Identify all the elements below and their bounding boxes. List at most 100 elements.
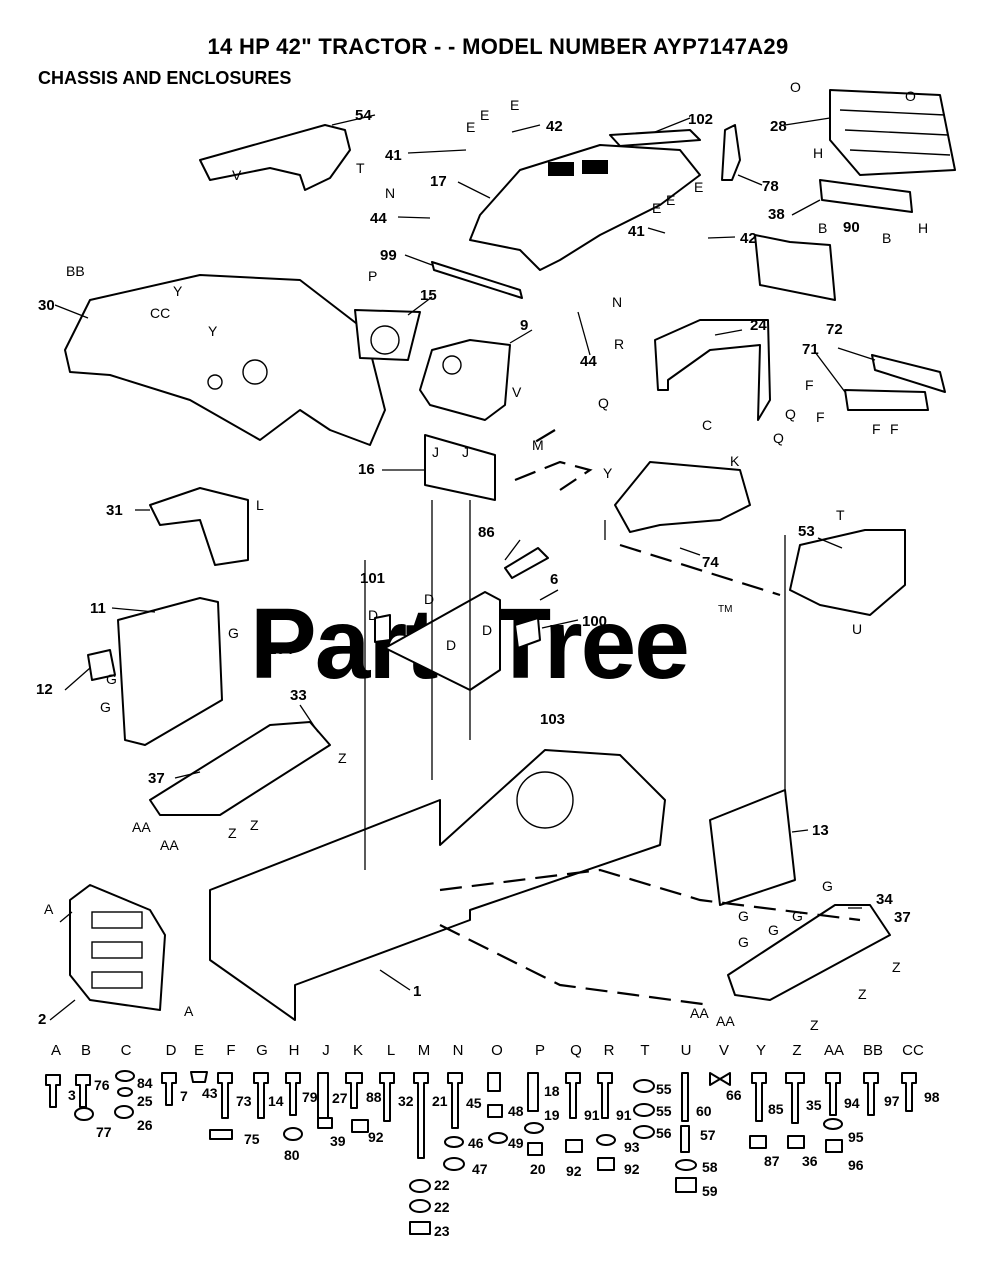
leader-lines: [49, 114, 876, 1021]
callout-13: 13: [812, 822, 829, 839]
callout-e: E: [480, 107, 489, 123]
part-30-fender: [64, 274, 386, 446]
hardware-number: 94: [844, 1095, 860, 1111]
hardware-column-header-p: P: [535, 1042, 545, 1059]
hardware-number: 93: [624, 1139, 640, 1155]
part-34-floor-mat: [727, 904, 891, 1001]
part-15-plate: [354, 309, 421, 361]
hardware-number: 91: [616, 1107, 632, 1123]
callout-b: B: [818, 220, 827, 236]
hardware-column-header-y: Y: [756, 1042, 766, 1059]
callout-v: V: [512, 384, 522, 400]
diagram-title: 14 HP 42" TRACTOR - - MODEL NUMBER AYP71…: [207, 34, 789, 59]
hardware-number: 49: [508, 1135, 524, 1151]
part-90-guard: [754, 234, 836, 301]
hardware-number: 25: [137, 1093, 153, 1109]
part-102-hood-strip: [609, 129, 701, 147]
hardware-number: 84: [137, 1075, 153, 1091]
hardware-number: 45: [466, 1095, 482, 1111]
callout-16: 16: [358, 461, 375, 478]
callout-n: N: [612, 294, 622, 310]
hardware-number: 56: [656, 1125, 672, 1141]
hood-grille-left: [548, 162, 574, 176]
hardware-number: 79: [302, 1089, 318, 1105]
callout-v: V: [232, 167, 242, 183]
hardware-number: 85: [768, 1101, 784, 1117]
callout-12: 12: [36, 681, 53, 698]
hardware-number: 95: [848, 1129, 864, 1145]
hardware-number: 66: [726, 1087, 742, 1103]
callout-q: Q: [773, 430, 784, 446]
callout-c: C: [702, 417, 712, 433]
hardware-number: 46: [468, 1135, 484, 1151]
callout-103: 103: [540, 711, 565, 728]
callout-k: K: [730, 453, 740, 469]
callout-aa: AA: [690, 1005, 709, 1021]
hardware-column-header-l: L: [387, 1042, 395, 1059]
callout-labels: 54 41 E E E 42 102 O O 28 V T 17 44 N 78…: [36, 79, 928, 1033]
hardware-column-header-aa: AA: [824, 1042, 844, 1059]
part-72-lens: [871, 354, 946, 393]
callout-g: G: [792, 908, 803, 924]
hardware-number: 96: [848, 1157, 864, 1173]
routing-line-2: [619, 543, 781, 597]
hardware-number: 26: [137, 1117, 153, 1133]
callout-e: E: [652, 200, 661, 216]
callout-y: Y: [208, 323, 218, 339]
hardware-number: 92: [368, 1129, 384, 1145]
callout-b: B: [882, 230, 891, 246]
callout-a: A: [44, 901, 54, 917]
callout-j: J: [432, 444, 439, 460]
hardware-column-header-j: J: [322, 1042, 330, 1059]
callout-aa: AA: [160, 837, 179, 853]
callout-1: 1: [413, 983, 421, 1000]
hardware-column-header-bb: BB: [863, 1042, 883, 1059]
callout-33: 33: [290, 687, 307, 704]
callout-37: 37: [148, 770, 165, 787]
callout-74: 74: [702, 554, 719, 571]
hardware-part-numbers: 3 76 84 25 77 26 7 43 73 75 14 79 80 27 …: [68, 1075, 940, 1239]
callout-o: O: [905, 88, 916, 104]
part-38-bumper: [819, 179, 913, 213]
callout-o: O: [790, 79, 801, 95]
callout-m: M: [532, 437, 544, 453]
hardware-column-header-v: V: [719, 1042, 729, 1059]
hardware-number: 77: [96, 1124, 112, 1140]
callout-g: G: [738, 934, 749, 950]
callout-n: N: [385, 185, 395, 201]
part-100-clip: [514, 617, 541, 649]
hardware-column-header-f: F: [226, 1042, 235, 1059]
callout-53: 53: [798, 523, 815, 540]
hardware-number: 27: [332, 1090, 348, 1106]
hardware-column-header-c: C: [121, 1042, 132, 1059]
hardware-number: 18: [544, 1083, 560, 1099]
hardware-number: 57: [700, 1127, 716, 1143]
hardware-number: 76: [94, 1077, 110, 1093]
callout-71: 71: [802, 341, 819, 358]
routing-line-1: [514, 460, 593, 491]
hardware-number: 22: [434, 1177, 450, 1193]
callout-e: E: [666, 192, 675, 208]
part-11-side-panel: [117, 597, 223, 746]
part-53-front-bumper: [789, 529, 906, 616]
callout-2: 2: [38, 1011, 46, 1028]
callout-g: G: [100, 699, 111, 715]
hardware-number: 14: [268, 1093, 284, 1109]
callout-l: L: [256, 497, 264, 513]
part-2-side-plate: [69, 884, 166, 1011]
hardware-number: 73: [236, 1093, 252, 1109]
hardware-column-header-a: A: [51, 1042, 61, 1059]
hardware-column-header-h: H: [289, 1042, 300, 1059]
callout-t: T: [836, 507, 845, 523]
hardware-column-header-u: U: [681, 1042, 692, 1059]
callout-f: F: [872, 421, 881, 437]
callout-aa: AA: [132, 819, 151, 835]
routing-line-5: [529, 429, 556, 446]
callout-30: 30: [38, 297, 55, 314]
callout-g: G: [228, 625, 239, 641]
hardware-number: 43: [202, 1085, 218, 1101]
hardware-number: 91: [584, 1107, 600, 1123]
parts-shapes: [64, 89, 956, 1021]
callout-41: 41: [385, 147, 402, 164]
